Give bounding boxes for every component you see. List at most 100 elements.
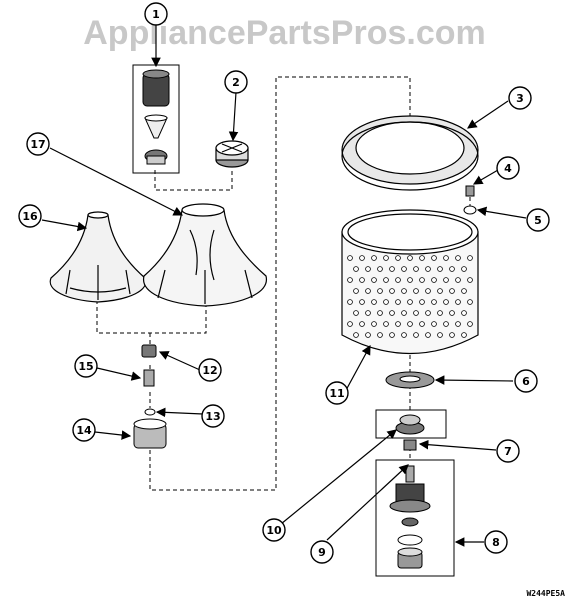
basket-hole <box>395 299 401 305</box>
basket-hole <box>443 255 449 261</box>
basket-hole <box>437 310 443 316</box>
basket-hole <box>431 321 437 327</box>
basket-hole <box>449 266 455 272</box>
basket-hole <box>371 299 377 305</box>
basket-hole <box>431 277 437 283</box>
basket-hole <box>443 321 449 327</box>
basket-hole <box>437 332 443 338</box>
basket-hole <box>407 321 413 327</box>
basket-hole <box>437 288 443 294</box>
basket-hole <box>389 310 395 316</box>
agitator-left <box>49 211 147 303</box>
part-10-box <box>375 409 447 439</box>
basket-hole <box>425 310 431 316</box>
diagram-code: W244PE5A <box>526 589 565 598</box>
basket-hole <box>467 299 473 305</box>
basket-hole <box>377 310 383 316</box>
basket-hole <box>395 277 401 283</box>
callout-7: 7 <box>496 439 520 463</box>
small-parts <box>133 344 167 449</box>
basket-hole <box>395 321 401 327</box>
basket-hole <box>377 288 383 294</box>
basket-hole <box>383 299 389 305</box>
basket-hole <box>419 299 425 305</box>
basket-hole <box>353 310 359 316</box>
basket-hole <box>407 277 413 283</box>
basket-hole <box>431 255 437 261</box>
basket-hole <box>401 288 407 294</box>
basket-hole <box>353 266 359 272</box>
callout-13: 13 <box>201 404 225 428</box>
callout-9: 9 <box>310 540 334 564</box>
basket-hole <box>419 255 425 261</box>
basket-hole <box>407 299 413 305</box>
svg-text:6: 6 <box>522 375 530 388</box>
basket-hole <box>467 255 473 261</box>
basket-hole <box>371 321 377 327</box>
basket-hole <box>347 255 353 261</box>
basket-hole <box>401 332 407 338</box>
svg-text:14: 14 <box>76 424 92 437</box>
basket-hole <box>389 266 395 272</box>
svg-text:16: 16 <box>22 210 38 223</box>
seal-part <box>385 371 435 389</box>
basket-hole <box>425 266 431 272</box>
callout-11: 11 <box>325 381 349 405</box>
basket-hole <box>443 277 449 283</box>
callout-8: 8 <box>484 530 508 554</box>
callout-4: 4 <box>496 156 520 180</box>
svg-text:5: 5 <box>534 214 542 227</box>
svg-text:10: 10 <box>266 524 282 537</box>
callout-10: 10 <box>262 518 286 542</box>
basket-hole <box>359 299 365 305</box>
basket-hole <box>461 288 467 294</box>
svg-text:15: 15 <box>78 360 93 373</box>
basket-hole <box>353 288 359 294</box>
tub-ring <box>341 115 479 191</box>
basket-hole <box>359 321 365 327</box>
basket-hole <box>413 332 419 338</box>
basket-hole <box>419 277 425 283</box>
basket-hole <box>461 310 467 316</box>
agitator-right <box>143 203 267 307</box>
svg-text:3: 3 <box>516 92 524 105</box>
nut-part <box>403 439 417 451</box>
svg-text:11: 11 <box>329 387 344 400</box>
basket-hole <box>347 321 353 327</box>
leader-lines <box>41 24 527 547</box>
filter-part <box>142 69 170 165</box>
basket-hole <box>425 332 431 338</box>
basket-hole <box>347 277 353 283</box>
basket-hole <box>455 321 461 327</box>
callout-14: 14 <box>72 418 96 442</box>
basket-hole <box>449 332 455 338</box>
basket-hole <box>377 266 383 272</box>
basket-hole <box>359 255 365 261</box>
basket-hole <box>413 266 419 272</box>
basket-hole <box>371 277 377 283</box>
callout-16: 16 <box>18 204 42 228</box>
basket-hole <box>365 266 371 272</box>
callout-17: 17 <box>26 132 50 156</box>
basket-hole <box>461 332 467 338</box>
basket-hole <box>347 299 353 305</box>
basket-hole <box>389 288 395 294</box>
svg-text:8: 8 <box>492 536 500 549</box>
basket-hole <box>365 310 371 316</box>
svg-text:1: 1 <box>152 8 160 21</box>
screw-washer <box>463 185 477 215</box>
basket-hole <box>431 299 437 305</box>
basket-hole <box>467 321 473 327</box>
svg-text:9: 9 <box>318 546 326 559</box>
basket-hole <box>383 255 389 261</box>
svg-text:12: 12 <box>202 364 217 377</box>
basket-hole <box>425 288 431 294</box>
basket-hole <box>353 332 359 338</box>
hub-part <box>395 414 425 435</box>
basket-hole <box>413 310 419 316</box>
basket-hole <box>437 266 443 272</box>
callout-1: 1 <box>144 2 168 26</box>
basket-holes <box>347 255 473 338</box>
